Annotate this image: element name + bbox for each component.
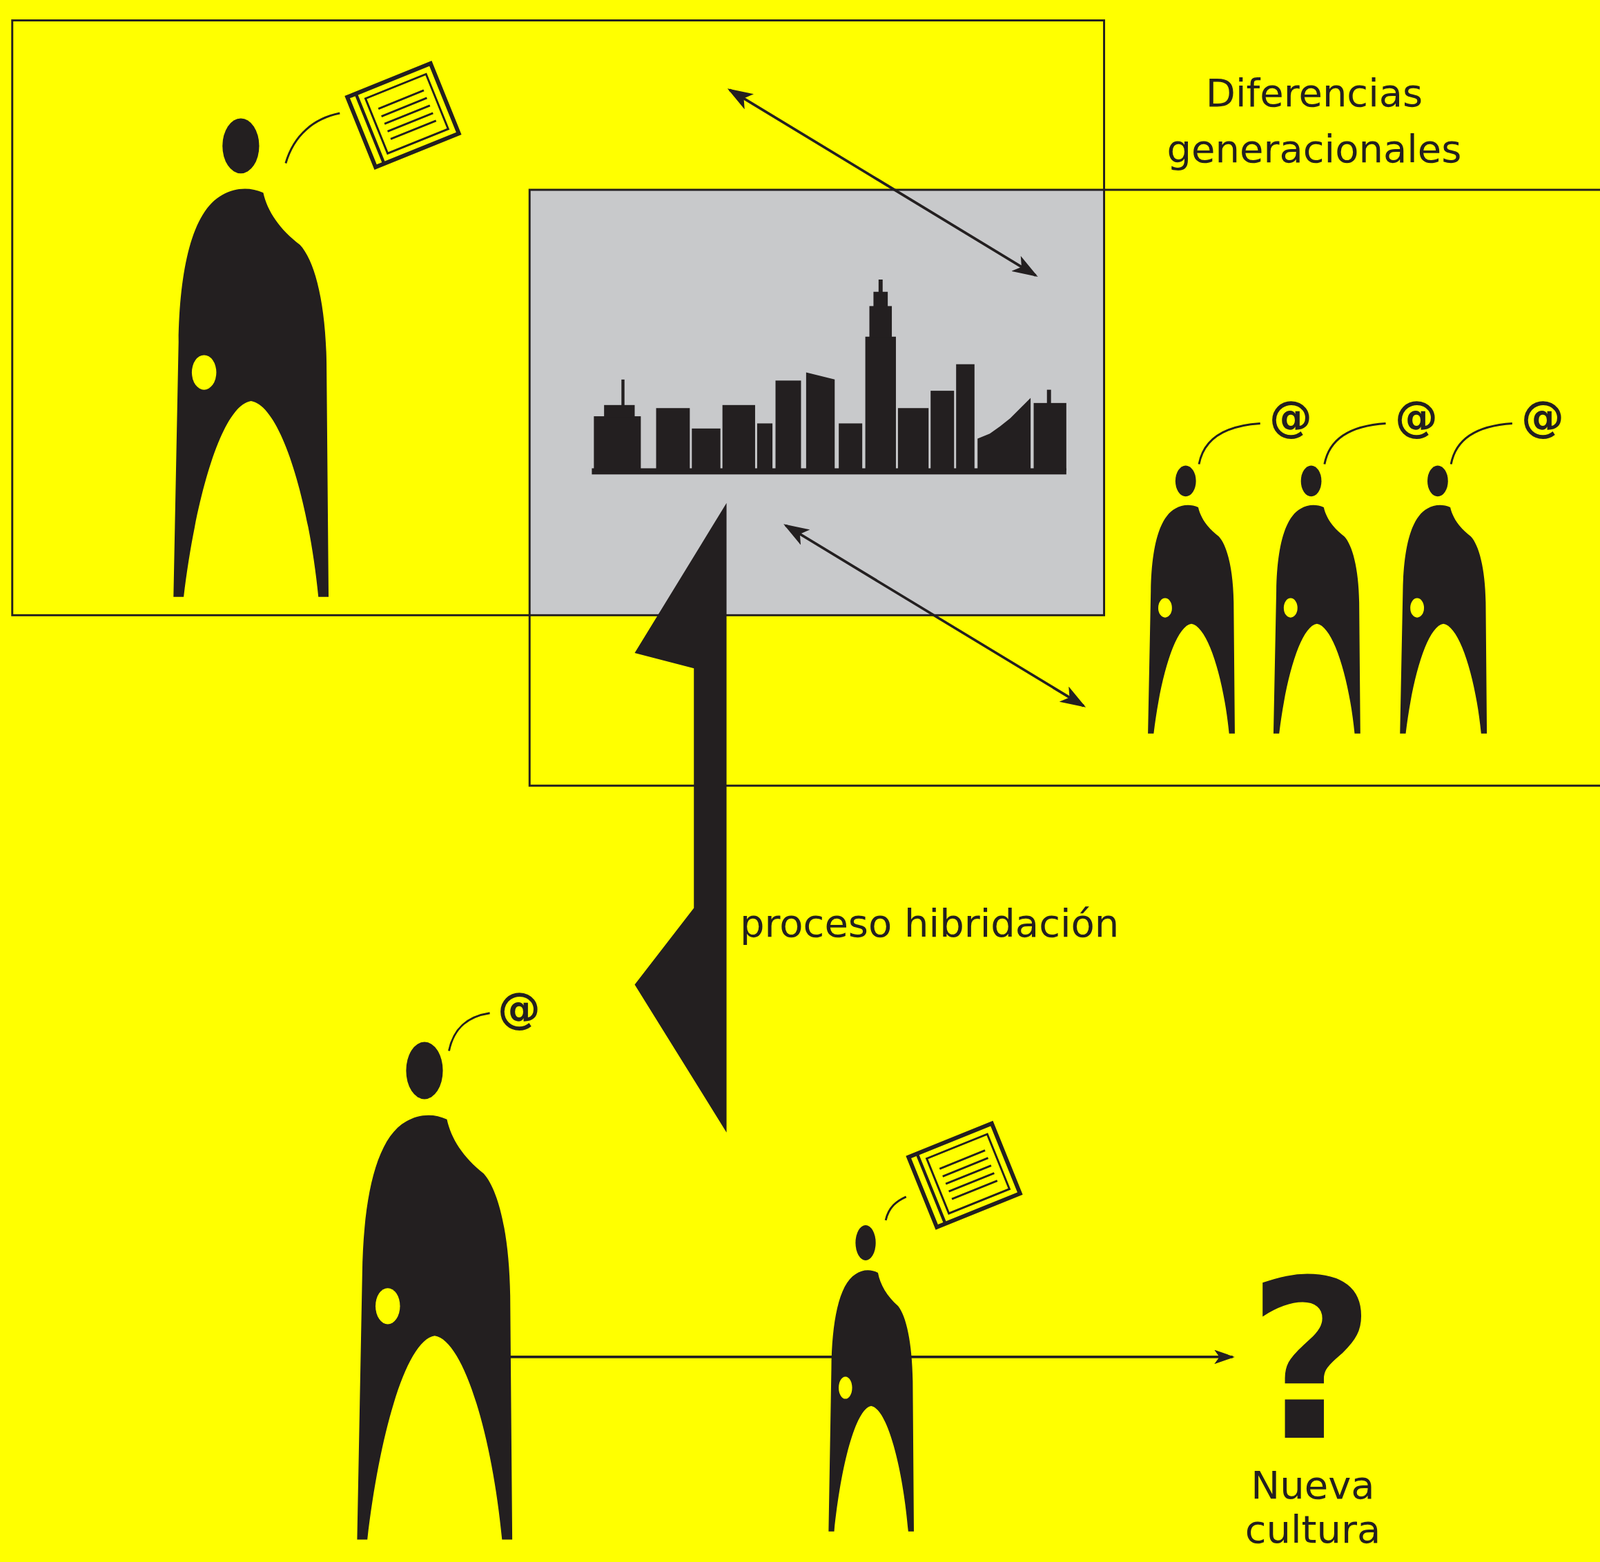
book-line <box>390 120 437 140</box>
thought-leader <box>448 1013 490 1052</box>
person-head <box>1301 465 1322 497</box>
building <box>1033 403 1067 471</box>
building <box>806 372 835 471</box>
antenna <box>1047 389 1052 405</box>
spire <box>878 279 883 293</box>
at-symbol: @ <box>1521 393 1565 441</box>
book-line <box>942 1158 989 1177</box>
book-spine <box>355 93 384 164</box>
person-head <box>405 1042 443 1100</box>
hybridization-arrow <box>635 503 727 1133</box>
book-line <box>945 1165 992 1185</box>
future-arrow <box>508 1355 1233 1359</box>
thought-leader <box>285 113 340 163</box>
process-label: proceso hibridación <box>739 900 1119 947</box>
book-line <box>387 113 434 132</box>
older-generation-frame <box>12 20 1105 616</box>
child-person <box>828 1225 914 1532</box>
building <box>838 423 863 471</box>
book-line <box>939 1150 985 1170</box>
person-head <box>1175 465 1197 497</box>
thought-leader <box>1450 423 1513 464</box>
person-body <box>356 1115 513 1540</box>
person-head <box>1427 465 1449 497</box>
book-icon <box>347 63 460 168</box>
book-cover <box>347 63 460 168</box>
double-arrow <box>785 525 1084 707</box>
young-person <box>1399 465 1487 734</box>
book-cover <box>908 1123 1021 1228</box>
building <box>775 380 802 471</box>
tower <box>865 336 896 471</box>
person-heart <box>838 1376 853 1399</box>
person-heart <box>1410 598 1424 618</box>
book-line <box>949 1173 995 1193</box>
building <box>955 364 975 471</box>
building <box>898 407 929 471</box>
heading-label: Diferencias generacionales <box>1100 64 1529 177</box>
adult-person <box>173 118 329 597</box>
person-heart <box>191 354 217 390</box>
book-line <box>381 98 428 117</box>
person-body <box>1147 505 1235 734</box>
at-symbol: @ <box>1269 393 1313 441</box>
book-page <box>365 73 448 154</box>
person-heart <box>1158 598 1173 618</box>
at-symbol: @ <box>497 984 541 1032</box>
person-head <box>222 118 259 174</box>
young-person <box>1147 465 1235 734</box>
building <box>977 397 1031 471</box>
person-body <box>1399 505 1487 734</box>
at-symbol: @ <box>1394 393 1438 441</box>
building <box>593 416 641 471</box>
younger-generation-frame <box>529 189 1600 786</box>
overlap-area <box>529 189 1104 616</box>
book-icon <box>908 1123 1021 1228</box>
adult-person <box>356 1042 513 1540</box>
book-spine <box>917 1153 946 1224</box>
thought-leader <box>1324 423 1387 464</box>
book-page <box>927 1134 1010 1214</box>
thought-leader <box>1198 423 1261 464</box>
double-arrow <box>729 89 1036 276</box>
tower <box>873 291 888 308</box>
city-skyline <box>591 279 1066 475</box>
building <box>656 407 691 471</box>
building <box>722 405 756 471</box>
young-person <box>1273 465 1361 734</box>
book-line <box>378 90 424 110</box>
building <box>757 423 773 471</box>
building <box>930 390 954 471</box>
thought-leader <box>885 1196 907 1221</box>
book-line <box>384 105 431 125</box>
person-body <box>173 189 329 598</box>
building <box>691 428 720 471</box>
person-heart <box>1283 598 1298 618</box>
antenna <box>621 379 624 406</box>
person-heart <box>375 1288 400 1324</box>
building <box>603 405 635 418</box>
tower <box>869 305 893 338</box>
person-body <box>828 1270 914 1531</box>
outcome-label: Nueva cultura <box>1223 1463 1403 1553</box>
person-body <box>1273 505 1361 734</box>
book-line <box>951 1181 998 1200</box>
person-head <box>855 1225 876 1261</box>
question-mark: ? <box>1247 1250 1376 1472</box>
